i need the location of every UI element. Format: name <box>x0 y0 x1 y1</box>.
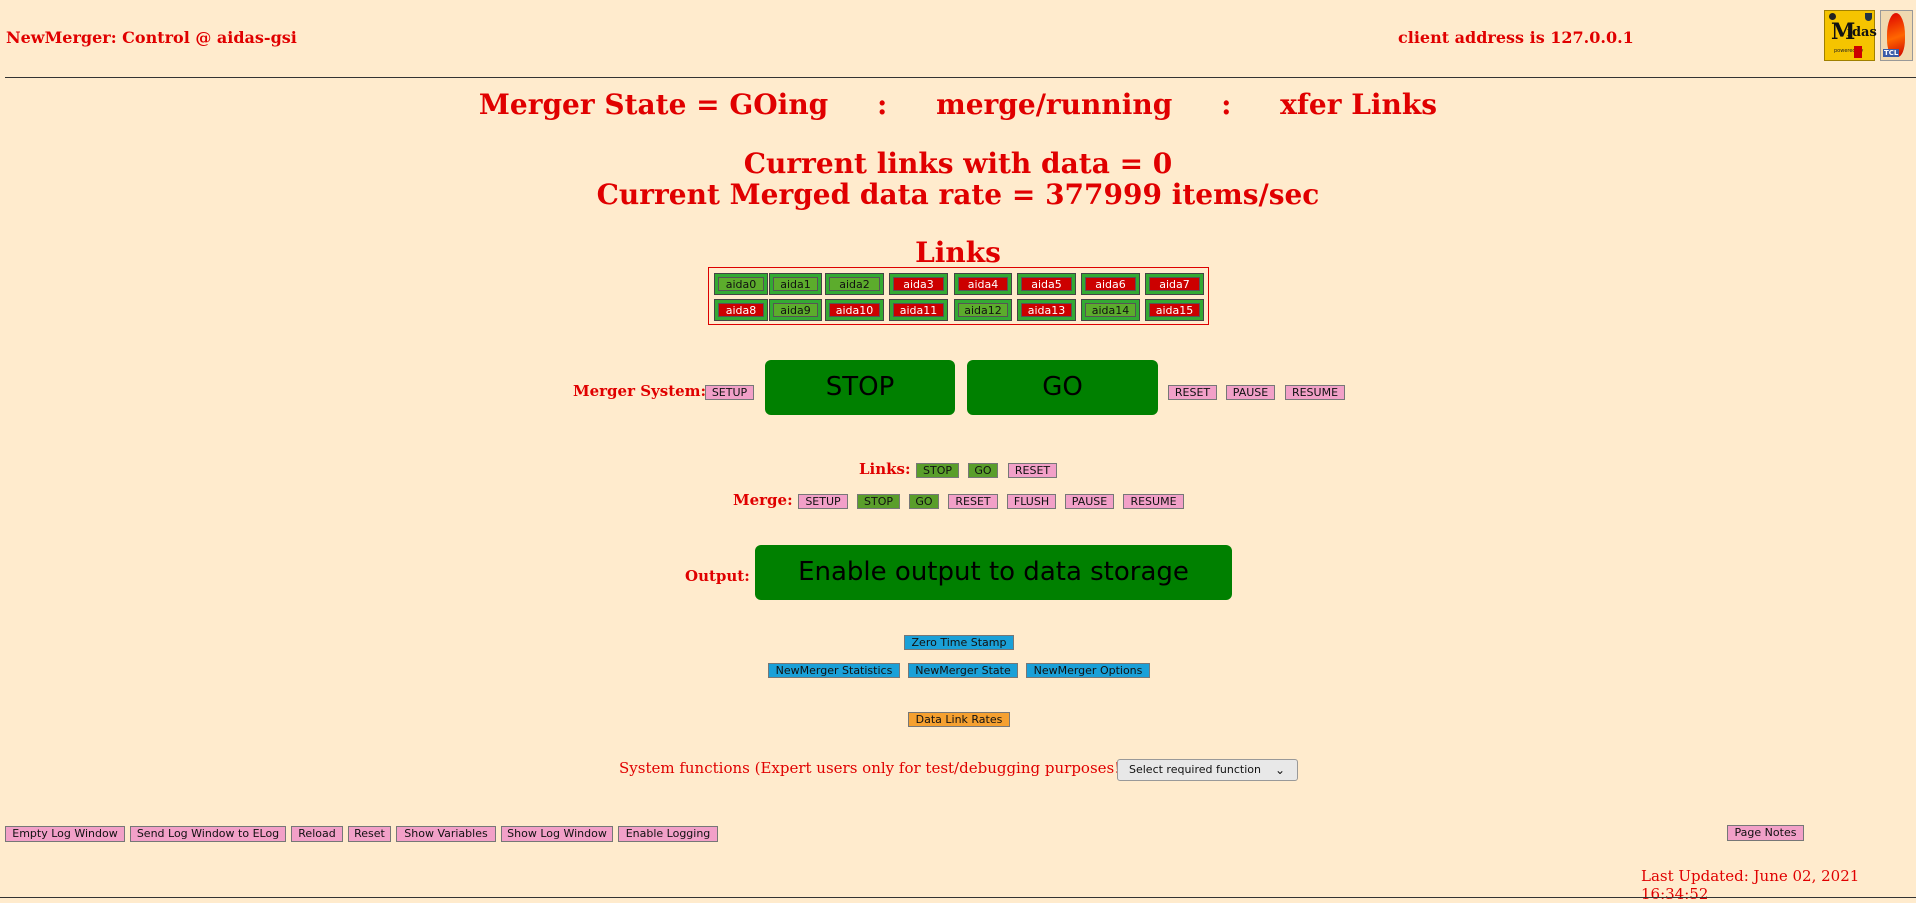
footer-divider <box>0 897 1916 898</box>
merge-reset-button[interactable]: RESET <box>948 494 998 509</box>
select-value: Select required function <box>1129 763 1261 776</box>
link-cell: aida15 <box>1145 299 1204 321</box>
newmerger-statistics-button[interactable]: NewMerger Statistics <box>768 663 900 678</box>
xfer-state: xfer Links <box>1280 88 1438 121</box>
merged-data-rate: Current Merged data rate = 377999 items/… <box>596 178 1320 211</box>
merge-stop-button[interactable]: STOP <box>857 494 900 509</box>
system-functions-select[interactable]: Select required function ⌄ <box>1117 759 1298 781</box>
reset-button[interactable]: Reset <box>348 826 391 842</box>
newmerger-options-button[interactable]: NewMerger Options <box>1026 663 1150 678</box>
link-button-aida13[interactable]: aida13 <box>1021 303 1072 317</box>
links-stop-button[interactable]: STOP <box>916 463 959 478</box>
link-button-aida11[interactable]: aida11 <box>893 303 944 317</box>
links-go-button[interactable]: GO <box>968 463 998 478</box>
link-button-aida14[interactable]: aida14 <box>1085 303 1136 317</box>
merge-resume-button[interactable]: RESUME <box>1123 494 1184 509</box>
link-button-aida3[interactable]: aida3 <box>893 277 944 291</box>
merger-state: Merger State = GOing <box>478 88 829 121</box>
links-table: aida0 aida1 aida2 aida3 aida4 aida5 aida6 aida7… <box>708 267 1209 325</box>
show-log-window-button[interactable]: Show Log Window <box>501 826 613 842</box>
link-cell: aida2 <box>825 273 884 295</box>
tcl-logo: TCL <box>1880 10 1913 61</box>
merger-system-label: Merger System: <box>573 382 707 400</box>
midas-logo-text: M <box>1831 19 1856 45</box>
links-with-data: Current links with data = 0 <box>743 147 1173 180</box>
state-separator: : <box>877 88 888 121</box>
link-button-aida2[interactable]: aida2 <box>829 277 880 291</box>
links-reset-button[interactable]: RESET <box>1008 463 1057 478</box>
flag-icon <box>1854 46 1862 58</box>
feather-icon <box>1887 13 1905 57</box>
merge-state: merge/running <box>936 88 1173 121</box>
merger-go-button[interactable]: GO <box>967 360 1158 415</box>
page-title: NewMerger: Control @ aidas-gsi <box>6 28 297 47</box>
reload-button[interactable]: Reload <box>291 826 343 842</box>
chevron-down-icon: ⌄ <box>1274 763 1285 777</box>
newmerger-state-button[interactable]: NewMerger State <box>908 663 1018 678</box>
tcl-logo-text: TCL <box>1883 49 1900 57</box>
merger-reset-button[interactable]: RESET <box>1168 385 1217 400</box>
link-button-aida6[interactable]: aida6 <box>1085 277 1136 291</box>
merge-pause-button[interactable]: PAUSE <box>1065 494 1114 509</box>
link-button-aida5[interactable]: aida5 <box>1021 277 1072 291</box>
links-controls-label: Links: <box>859 460 911 478</box>
link-cell: aida7 <box>1145 273 1204 295</box>
merger-setup-button[interactable]: SETUP <box>705 385 754 400</box>
logo-dot-icon <box>1829 13 1836 20</box>
state-line: Merger State = GOing : merge/running : x… <box>0 88 1916 121</box>
midas-logo: M idas powered by <box>1824 10 1877 61</box>
output-label: Output: <box>685 567 750 585</box>
link-cell: aida12 <box>954 299 1012 321</box>
state-separator: : <box>1221 88 1232 121</box>
link-cell: aida11 <box>889 299 948 321</box>
header-divider <box>5 77 1916 78</box>
shield-icon <box>1865 13 1872 21</box>
merger-stop-button[interactable]: STOP <box>765 360 955 415</box>
link-cell: aida1 <box>769 273 822 295</box>
link-cell: aida14 <box>1081 299 1140 321</box>
merge-controls-label: Merge: <box>733 491 793 509</box>
links-heading: Links <box>915 236 1001 269</box>
page-notes-button[interactable]: Page Notes <box>1727 825 1804 841</box>
merger-resume-button[interactable]: RESUME <box>1285 385 1345 400</box>
merge-go-button[interactable]: GO <box>909 494 939 509</box>
link-button-aida12[interactable]: aida12 <box>958 303 1008 317</box>
link-cell: aida13 <box>1017 299 1076 321</box>
enable-logging-button[interactable]: Enable Logging <box>618 826 718 842</box>
system-functions-label: System functions (Expert users only for … <box>619 759 1139 777</box>
link-button-aida7[interactable]: aida7 <box>1149 277 1200 291</box>
send-log-to-elog-button[interactable]: Send Log Window to ELog <box>130 826 286 842</box>
link-button-aida0[interactable]: aida0 <box>718 277 764 291</box>
merge-setup-button[interactable]: SETUP <box>798 494 848 509</box>
client-address: client address is 127.0.0.1 <box>1398 28 1634 47</box>
link-button-aida1[interactable]: aida1 <box>773 277 818 291</box>
link-cell: aida3 <box>889 273 948 295</box>
link-button-aida10[interactable]: aida10 <box>829 303 880 317</box>
show-variables-button[interactable]: Show Variables <box>396 826 496 842</box>
link-cell: aida8 <box>714 299 768 321</box>
midas-logo-subtext: powered by <box>1834 48 1864 54</box>
link-cell: aida10 <box>825 299 884 321</box>
link-cell: aida6 <box>1081 273 1140 295</box>
link-button-aida9[interactable]: aida9 <box>773 303 818 317</box>
link-button-aida15[interactable]: aida15 <box>1149 303 1200 317</box>
link-cell: aida0 <box>714 273 768 295</box>
link-cell: aida4 <box>954 273 1012 295</box>
data-link-rates-button[interactable]: Data Link Rates <box>908 712 1010 727</box>
merge-flush-button[interactable]: FLUSH <box>1007 494 1056 509</box>
midas-logo-text-rest: idas <box>1847 25 1877 40</box>
enable-output-button[interactable]: Enable output to data storage <box>755 545 1232 600</box>
link-cell: aida9 <box>769 299 822 321</box>
link-button-aida8[interactable]: aida8 <box>718 303 764 317</box>
merger-pause-button[interactable]: PAUSE <box>1226 385 1275 400</box>
zero-time-stamp-button[interactable]: Zero Time Stamp <box>904 635 1014 650</box>
link-button-aida4[interactable]: aida4 <box>958 277 1008 291</box>
empty-log-window-button[interactable]: Empty Log Window <box>5 826 125 842</box>
link-cell: aida5 <box>1017 273 1076 295</box>
